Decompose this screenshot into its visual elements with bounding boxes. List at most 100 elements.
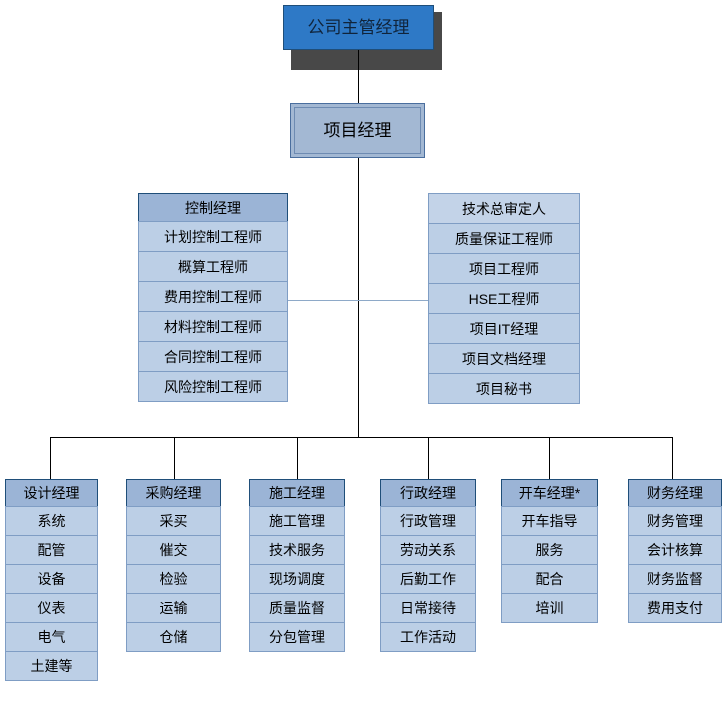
connector-mid-bus-left — [288, 300, 359, 301]
column-item[interactable]: 服务 — [501, 535, 598, 565]
column-item[interactable]: 采买 — [126, 506, 221, 536]
column-item[interactable]: 检验 — [126, 564, 221, 594]
column-item-label: 质量监督 — [269, 600, 325, 616]
column-item-label: 费用控制工程师 — [164, 288, 262, 305]
column-item[interactable]: 仪表 — [5, 593, 98, 623]
bottom-column-design: 设计经理系统配管设备仪表电气土建等 — [5, 479, 98, 681]
column-item-label: 电气 — [37, 629, 66, 645]
connector-drop-6 — [672, 437, 673, 479]
column-item-label: 费用支付 — [647, 600, 703, 616]
column-item[interactable]: 项目文档经理 — [428, 343, 580, 374]
top-executive-label: 公司主管经理 — [307, 18, 410, 37]
column-item[interactable]: 仓储 — [126, 622, 221, 652]
column-header-label: 行政经理 — [400, 485, 456, 501]
bottom-column-startup: 开车经理* 开车指导服务配合培训 — [501, 479, 598, 623]
column-item-label: 开车指导 — [521, 513, 578, 529]
column-header-technical[interactable]: 技术总审定人 — [428, 193, 580, 224]
connector-drop-4 — [428, 437, 429, 479]
column-item-label: 分包管理 — [269, 629, 325, 645]
column-item-label: 工作活动 — [400, 629, 456, 645]
column-header-construction[interactable]: 施工经理 — [249, 479, 345, 507]
project-manager-box[interactable]: 项目经理 — [290, 103, 425, 158]
column-item-label: 合同控制工程师 — [164, 348, 262, 365]
column-item-label: 运输 — [159, 600, 188, 616]
column-item-label: 项目文档经理 — [462, 350, 546, 367]
column-item[interactable]: 后勤工作 — [380, 564, 476, 594]
column-item[interactable]: 风险控制工程师 — [138, 371, 288, 402]
column-item[interactable]: 分包管理 — [249, 622, 345, 652]
column-item-label: 劳动关系 — [400, 542, 456, 558]
column-header-administration[interactable]: 行政经理 — [380, 479, 476, 507]
column-header-label: 采购经理 — [145, 485, 202, 501]
column-item-label: HSE工程师 — [468, 290, 540, 307]
column-item-label: 系统 — [37, 513, 66, 529]
connector-bottom-bus — [50, 437, 672, 438]
column-item[interactable]: 技术服务 — [249, 535, 345, 565]
column-item[interactable]: 施工管理 — [249, 506, 345, 536]
column-item[interactable]: 劳动关系 — [380, 535, 476, 565]
column-item[interactable]: 现场调度 — [249, 564, 345, 594]
column-item-label: 财务管理 — [647, 513, 703, 529]
column-item-label: 培训 — [535, 600, 564, 616]
column-item[interactable]: 质量保证工程师 — [428, 223, 580, 254]
top-executive-box[interactable]: 公司主管经理 — [283, 5, 434, 50]
column-item[interactable]: 项目IT经理 — [428, 313, 580, 344]
column-item-label: 技术服务 — [269, 542, 325, 558]
connector-drop-1 — [50, 437, 51, 479]
column-item[interactable]: 项目工程师 — [428, 253, 580, 284]
column-item-label: 项目秘书 — [476, 380, 532, 397]
column-item[interactable]: 财务管理 — [628, 506, 722, 536]
column-header-label: 控制经理 — [185, 199, 241, 216]
column-item-label: 会计核算 — [647, 542, 703, 558]
column-item[interactable]: 培训 — [501, 593, 598, 623]
column-item-label: 土建等 — [30, 658, 73, 674]
column-item[interactable]: 概算工程师 — [138, 251, 288, 282]
column-item[interactable]: 日常接待 — [380, 593, 476, 623]
column-item[interactable]: 设备 — [5, 564, 98, 594]
column-item[interactable]: 土建等 — [5, 651, 98, 681]
column-item-label: 概算工程师 — [178, 258, 248, 275]
column-item-label: 施工管理 — [269, 513, 325, 529]
column-item-label: 采买 — [159, 513, 188, 529]
column-header-design[interactable]: 设计经理 — [5, 479, 98, 507]
column-item[interactable]: 工作活动 — [380, 622, 476, 652]
column-item[interactable]: 费用控制工程师 — [138, 281, 288, 312]
column-header-control[interactable]: 控制经理 — [138, 193, 288, 222]
column-item[interactable]: 项目秘书 — [428, 373, 580, 404]
column-header-label: 财务经理 — [647, 485, 703, 501]
column-item[interactable]: 电气 — [5, 622, 98, 652]
column-item-label: 仓储 — [159, 629, 188, 645]
column-item[interactable]: 合同控制工程师 — [138, 341, 288, 372]
column-item[interactable]: HSE工程师 — [428, 283, 580, 314]
column-item-label: 配管 — [37, 542, 66, 558]
column-header-finance[interactable]: 财务经理 — [628, 479, 722, 507]
column-item[interactable]: 催交 — [126, 535, 221, 565]
column-item-label: 检验 — [159, 571, 188, 587]
column-item[interactable]: 质量监督 — [249, 593, 345, 623]
column-item[interactable]: 计划控制工程师 — [138, 221, 288, 252]
column-item[interactable]: 行政管理 — [380, 506, 476, 536]
column-item-label: 计划控制工程师 — [164, 228, 262, 245]
column-item[interactable]: 费用支付 — [628, 593, 722, 623]
mid-column-technical: 技术总审定人质量保证工程师项目工程师 HSE工程师项目IT经理项目文档经理项目秘书 — [428, 193, 580, 404]
connector-drop-2 — [174, 437, 175, 479]
column-item[interactable]: 配合 — [501, 564, 598, 594]
column-item[interactable]: 系统 — [5, 506, 98, 536]
bottom-column-finance: 财务经理财务管理会计核算财务监督费用支付 — [628, 479, 722, 623]
connector-main-spine — [358, 158, 359, 437]
column-item-label: 项目IT经理 — [469, 320, 539, 337]
bottom-column-administration: 行政经理行政管理劳动关系后勤工作日常接待工作活动 — [380, 479, 476, 652]
column-item-label: 材料控制工程师 — [164, 318, 262, 335]
column-item-label: 行政管理 — [400, 513, 456, 529]
column-item[interactable]: 会计核算 — [628, 535, 722, 565]
column-header-procurement[interactable]: 采购经理 — [126, 479, 221, 507]
column-item-label: 服务 — [535, 542, 564, 558]
bottom-column-procurement: 采购经理采买催交检验运输仓储 — [126, 479, 221, 652]
column-header-startup[interactable]: 开车经理* — [501, 479, 598, 507]
column-item[interactable]: 财务监督 — [628, 564, 722, 594]
column-item[interactable]: 材料控制工程师 — [138, 311, 288, 342]
column-item[interactable]: 运输 — [126, 593, 221, 623]
column-item[interactable]: 开车指导 — [501, 506, 598, 536]
column-item[interactable]: 配管 — [5, 535, 98, 565]
column-header-label: 开车经理* — [518, 485, 581, 501]
